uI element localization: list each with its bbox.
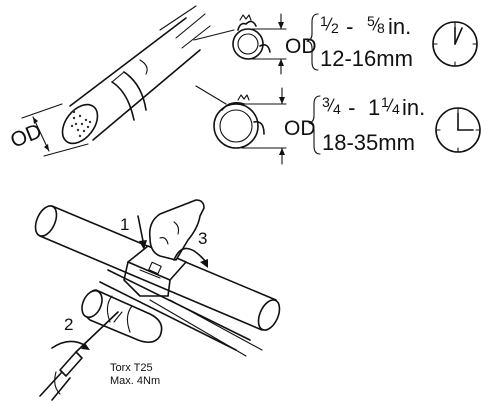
small-inch-b-num: 5 [367,13,375,29]
small-metric-range: 12-16mm [320,46,413,71]
cable-end-face [61,103,99,145]
sensor-housing [81,289,163,344]
cable-lower-edge [92,49,201,141]
step-2-arrow [51,340,87,349]
tool-spec-torque: Max. 4Nm [110,375,160,387]
cable-end-hatch [70,110,92,138]
screwdriver [39,311,119,401]
large-inch-b-den: 4 [392,101,400,117]
clock-icon-small [432,21,478,67]
pipe-right-end [257,299,281,331]
leader-small [193,29,235,41]
pipe-clamp [123,245,187,297]
large-clamp-screw [237,94,250,101]
od-label-large: OD [284,117,316,140]
small-inch-unit: in. [388,14,411,39]
large-inch-b-whole: 1 [368,95,380,120]
step-1-label: 1 [120,215,129,234]
small-inch-b-den: 8 [377,20,385,36]
small-pipe-inner [237,33,259,55]
small-clamp-detail: OD 1 2 - 5 8 in. 12-16mm [232,13,478,75]
step-2-label: 2 [64,315,73,334]
cable-illustration: OD [7,5,211,157]
small-inch-a-den: 2 [331,20,339,36]
small-inch-a-num: 1 [320,13,328,29]
large-range-brace [308,95,321,155]
small-range-brace [306,13,319,71]
step-3-label: 3 [198,229,207,248]
clock-icon-large [435,107,481,153]
large-clamp-detail: OD 3 4 - 1 1 4 in. 18-35mm [213,87,481,165]
small-inch-sep: - [340,14,360,39]
tool-spec-driver: Torx T25 [110,362,153,374]
large-pipe-outer [213,103,259,149]
installation-illustration: 1 3 2 Torx T25 Max. 4Nm [34,199,281,401]
large-inch-a-num: 3 [322,94,330,110]
pipe-left-end [34,205,58,237]
small-clamp-screw [239,14,252,21]
od-extension-top [21,103,63,119]
od-extension-bottom [43,143,89,157]
large-inch-b-num: 1 [381,94,389,110]
large-metric-range: 18-35mm [322,130,415,155]
small-pipe-outer [232,28,264,60]
cable-clamp-band [111,81,135,121]
hand-illustration [148,199,205,261]
step-3-arrow [173,247,207,263]
large-inch-unit: in. [402,95,425,120]
cable-upper-edge [69,17,187,107]
pipe-top-edge [39,235,263,331]
large-pipe-inner [219,109,253,143]
large-inch-sep: - [342,95,362,120]
large-inch-a-den: 4 [333,101,341,117]
od-label-cable: OD [7,120,45,153]
leader-large [195,85,227,105]
